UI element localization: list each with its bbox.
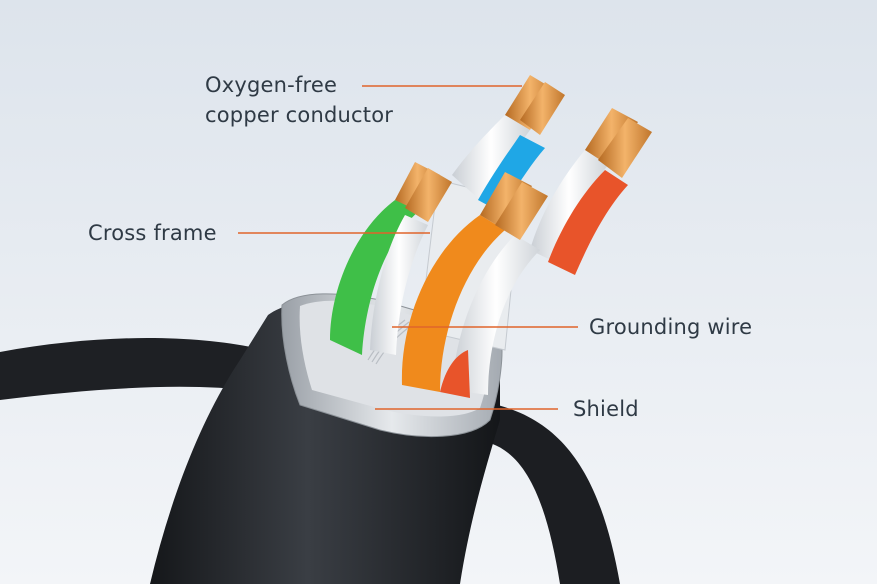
label-conductor-line1: Oxygen-free [205,73,338,97]
wire-white-red-pair [530,150,608,262]
label-conductor-line2: copper conductor [205,103,394,127]
label-shield: Shield [573,397,639,421]
label-grounding-wire: Grounding wire [589,315,753,339]
wire-white-orange-pair [452,235,540,395]
copper-conductors [395,75,652,240]
wire-orange-red-tint [440,350,470,398]
leader-lines [238,85,578,410]
wire-green-white [370,215,428,355]
wire-orange [401,215,505,392]
label-cross-frame: Cross frame [88,221,217,245]
wire-green [330,200,420,355]
wire-red [548,170,628,275]
wire-white-blue-pair [452,115,530,200]
cable-loop-right [470,400,620,584]
